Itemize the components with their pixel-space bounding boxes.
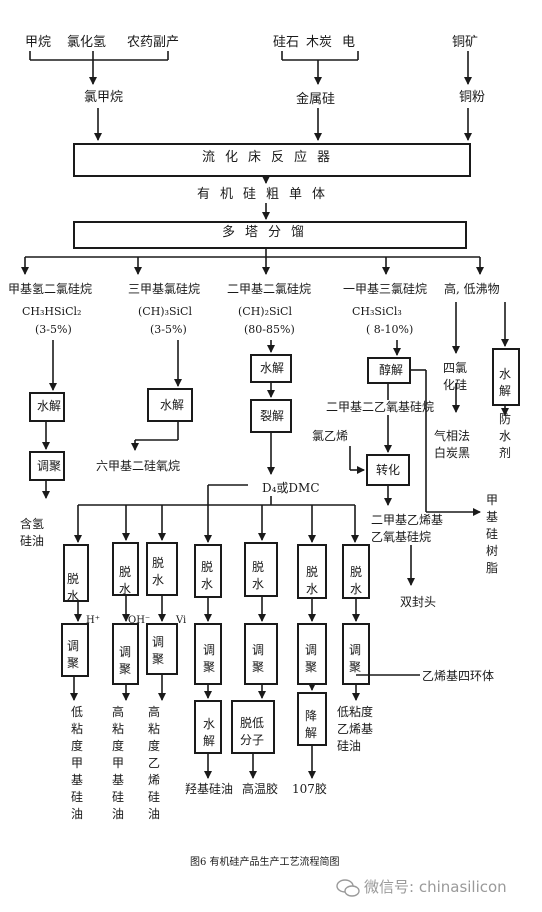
process-box xyxy=(63,544,89,602)
mtcs-name: 一甲基三氯硅烷 xyxy=(343,282,427,296)
mhdcs-name: 甲基氢二氯硅烷 xyxy=(8,281,92,296)
sicl4-label: 四氯化硅 xyxy=(443,361,467,392)
silica-label: 硅石 xyxy=(273,35,299,50)
h-oil-label: 含氢硅油 xyxy=(20,516,44,548)
metal-silicon-label: 金属硅 xyxy=(296,91,335,107)
reactor-label: 流化床反应器 xyxy=(202,149,340,165)
tmcs-pct: (3-5%) xyxy=(150,323,187,336)
dehydrate-5: 脱水 xyxy=(252,559,264,591)
process-box xyxy=(194,700,222,754)
process-box xyxy=(61,623,89,677)
degrade-box: 降解 xyxy=(305,709,317,740)
process-box xyxy=(73,143,471,177)
mtcs-formula: CH₃SiCl₃ xyxy=(352,305,402,318)
adjust-6: 调聚 xyxy=(252,643,264,674)
hcl-label: 氯化氢 xyxy=(67,35,106,50)
process-box xyxy=(147,388,193,422)
low-visc-vinyl-label: 低粘度乙烯基硅油 xyxy=(337,704,373,753)
figure-caption: 图6 有机硅产品生产工艺流程简图 xyxy=(190,855,340,868)
process-box xyxy=(367,357,411,384)
methyl-resin-label: 甲基硅树脂 xyxy=(486,493,498,575)
dmdcs-formula: (CH)₂SiCl xyxy=(238,305,292,318)
process-box xyxy=(492,348,520,406)
dmdcs-name: 二甲基二氯硅烷 xyxy=(227,282,311,296)
process-box xyxy=(342,544,370,599)
process-box xyxy=(29,392,65,422)
rubber-107-label: 107胶 xyxy=(292,781,327,796)
dimethyldiethoxy-label: 二甲基二乙氧基硅烷 xyxy=(326,400,434,414)
cracking-box: 裂解 xyxy=(260,409,284,423)
double-head-label: 双封头 xyxy=(400,595,436,609)
dmdcs-pct: (80-85%) xyxy=(244,323,295,336)
hydroxy-oil-label: 羟基硅油 xyxy=(185,781,233,796)
process-box xyxy=(194,623,222,685)
hydrolysis-box-7: 水解 xyxy=(203,717,215,748)
process-box xyxy=(112,623,139,685)
crude-monomer-label: 有机硅粗单体 xyxy=(197,187,335,202)
tmcs-formula: (CH)₃SiCl xyxy=(138,305,192,318)
adjust-7: 调聚 xyxy=(305,643,317,674)
dehydrate-3: 脱水 xyxy=(152,555,164,587)
process-box xyxy=(29,451,65,481)
adjust-4: 调聚 xyxy=(152,635,164,666)
wechat-logo-icon xyxy=(336,879,360,897)
mtcs-pct: ( 8-10%) xyxy=(366,323,413,336)
watermark-text: 微信号: chinasilicon xyxy=(364,878,507,896)
adjust-box-1: 调聚 xyxy=(37,459,61,473)
mhdcs-pct: (3-5%) xyxy=(35,323,72,336)
byproduct-label: 农药副产 xyxy=(127,35,179,50)
adjust-3: 调聚 xyxy=(119,645,131,676)
vinyl-chloride-label: 氯乙烯 xyxy=(312,429,348,443)
hydrolysis-box-6: 水解 xyxy=(499,367,511,398)
dehydrate-7: 脱水 xyxy=(350,564,362,596)
htv-rubber-label: 高温胶 xyxy=(242,781,278,796)
high-visc-vinyl-label: 高粘度乙烯硅油 xyxy=(148,704,160,821)
oh-minus-label: OH⁻ xyxy=(128,615,150,626)
hydrolysis-box-1: 水解 xyxy=(37,399,61,413)
hydrolysis-box-3: 水解 xyxy=(260,361,284,375)
dehydrate-1: 脱水 xyxy=(67,571,79,603)
methane-label: 甲烷 xyxy=(25,35,51,50)
process-box xyxy=(250,354,292,383)
hmds-label: 六甲基二硅氧烷 xyxy=(96,459,180,473)
vi-label: Vi xyxy=(175,615,186,626)
fumed-silica-label: 气相法白炭黑 xyxy=(434,428,470,460)
charcoal-label: 木炭 xyxy=(306,35,332,50)
process-box xyxy=(244,623,278,685)
low-visc-methyl-label: 低粘度甲基硅油 xyxy=(71,705,83,821)
process-box xyxy=(146,623,178,675)
chloromethane-label: 氯甲烷 xyxy=(84,90,123,105)
tmcs-name: 三甲基氯硅烷 xyxy=(128,282,200,296)
h-plus-label: H⁺ xyxy=(86,615,100,626)
dehydrate-4: 脱水 xyxy=(201,559,213,591)
process-box xyxy=(244,542,278,597)
process-box xyxy=(342,623,370,685)
process-box xyxy=(297,623,327,685)
conversion-box: 转化 xyxy=(376,462,400,477)
dehydrate-6: 脱水 xyxy=(306,564,318,596)
waterproof-label: 防水剂 xyxy=(499,411,511,460)
copper-powder-label: 铜粉 xyxy=(459,90,485,105)
de-low-mol-box: 脱低分子 xyxy=(240,715,264,747)
adjust-5: 调聚 xyxy=(203,643,215,674)
copper-ore-label: 铜矿 xyxy=(452,35,478,50)
vinyl-d4-label: 乙烯基四环体 xyxy=(422,669,494,683)
high-visc-methyl-label: 高粘度甲基硅油 xyxy=(112,704,124,821)
d4-dmc-label: D₄或DMC xyxy=(262,481,320,495)
distillation-label: 多塔分馏 xyxy=(222,224,314,240)
process-box xyxy=(73,221,467,249)
boilers-label: 高, 低沸物 xyxy=(444,281,500,296)
adjust-2: 调聚 xyxy=(67,639,79,670)
process-box xyxy=(297,544,327,599)
mhdcs-formula: CH₃HSiCl₂ xyxy=(22,305,81,318)
dehydrate-2: 脱水 xyxy=(119,564,131,596)
hydrolysis-box-2: 水解 xyxy=(160,398,184,412)
alcoholysis-box: 醇解 xyxy=(379,362,403,377)
power-label: 电 xyxy=(342,35,355,50)
adjust-8: 调聚 xyxy=(349,643,361,674)
vinyl-silane-label: 二甲基乙烯基乙氧基硅烷 xyxy=(371,513,443,544)
